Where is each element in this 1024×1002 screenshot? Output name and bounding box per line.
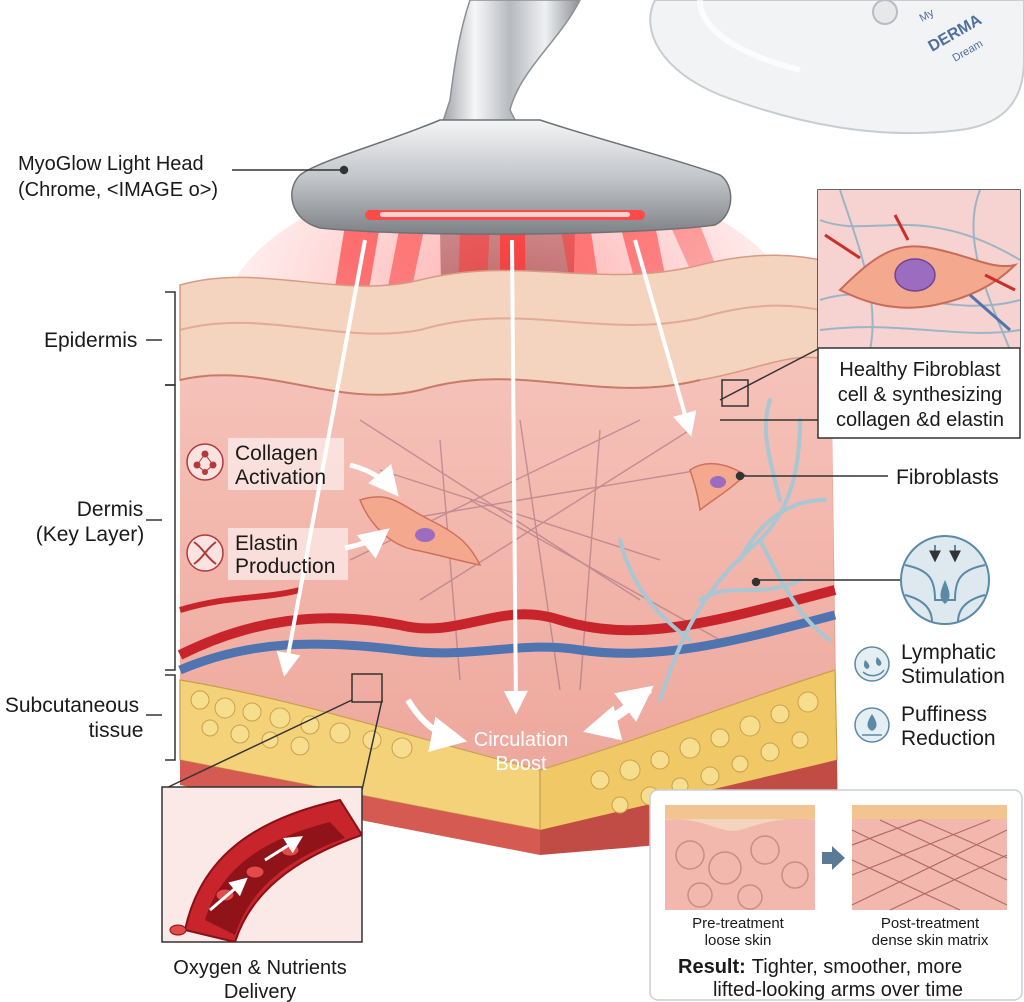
lymph-vessel-icon bbox=[900, 535, 990, 625]
epidermis-label: Epidermis bbox=[44, 329, 137, 352]
circulation-arrows bbox=[405, 685, 654, 752]
fibroblast-cell bbox=[359, 496, 482, 567]
pre-treatment-label: Pre-treatment bbox=[692, 915, 785, 932]
pre-treatment-swatch bbox=[665, 805, 815, 910]
collagen-sublabel: Activation bbox=[235, 466, 326, 489]
dermis-label: Dermis bbox=[77, 498, 144, 521]
fibroblast-cell-2 bbox=[689, 463, 747, 512]
leader-lines bbox=[146, 165, 900, 791]
collagen-label: Collagen bbox=[235, 442, 318, 465]
result-line1: Result: Tighter, smoother, more bbox=[678, 956, 962, 978]
elastin-fiber-icon bbox=[186, 534, 224, 572]
puffiness-sublabel: Reduction bbox=[901, 727, 996, 750]
power-button-icon bbox=[872, 0, 898, 25]
subcutaneous-sublabel: tissue bbox=[89, 719, 144, 742]
result-bold: Result: bbox=[678, 956, 746, 978]
circulation-sublabel: Boost bbox=[495, 753, 547, 775]
post-treatment-label: Post-treatment bbox=[881, 915, 980, 932]
circulation-label: Circulation bbox=[474, 729, 568, 751]
post-treatment-swatch bbox=[851, 805, 1008, 911]
result-panel bbox=[649, 789, 1023, 1001]
inset-vessel bbox=[161, 786, 363, 943]
lymphatic-sublabel: Stimulation bbox=[901, 665, 1005, 688]
fibroblast-inset-line2: cell & synthesizing bbox=[838, 384, 1003, 406]
arrow-right-icon bbox=[822, 846, 845, 870]
fibroblast-inset-line1: Healthy Fibroblast bbox=[839, 359, 1001, 381]
vessel-inset-line2: Delivery bbox=[224, 981, 296, 1002]
callout-arrows bbox=[344, 462, 399, 559]
elastin-sublabel: Production bbox=[235, 555, 335, 578]
post-treatment-sublabel: dense skin matrix bbox=[872, 932, 989, 949]
device-head-label: MyoGlow Light Head bbox=[18, 153, 204, 175]
device-head bbox=[291, 0, 732, 235]
inset-fibroblast bbox=[817, 189, 1021, 439]
fibroblasts-label: Fibroblasts bbox=[896, 466, 999, 489]
pre-treatment-sublabel: loose skin bbox=[705, 932, 772, 949]
result-line2: lifted-looking arms over time bbox=[713, 979, 963, 1001]
result-text: Tighter, smoother, more bbox=[752, 956, 962, 978]
subcutaneous-label: Subcutaneous bbox=[5, 694, 139, 717]
water-drop-icon bbox=[854, 707, 890, 743]
vessel-inset-line1: Oxygen & Nutrients bbox=[173, 957, 346, 979]
collagen-molecule-icon bbox=[186, 443, 224, 481]
device-remote: My DERMA Dream bbox=[649, 0, 1024, 135]
elastin-label: Elastin bbox=[235, 532, 298, 555]
puffiness-label: Puffiness bbox=[901, 703, 987, 726]
fibroblast-inset-line3: collagen &d elastin bbox=[836, 409, 1004, 431]
dermis-sublabel: (Key Layer) bbox=[36, 523, 145, 546]
lymphatic-drops-icon bbox=[854, 646, 890, 682]
lymphatic-label: Lymphatic bbox=[901, 641, 996, 664]
device-head-sublabel: (Chrome, <IMAGE o>) bbox=[18, 179, 218, 201]
